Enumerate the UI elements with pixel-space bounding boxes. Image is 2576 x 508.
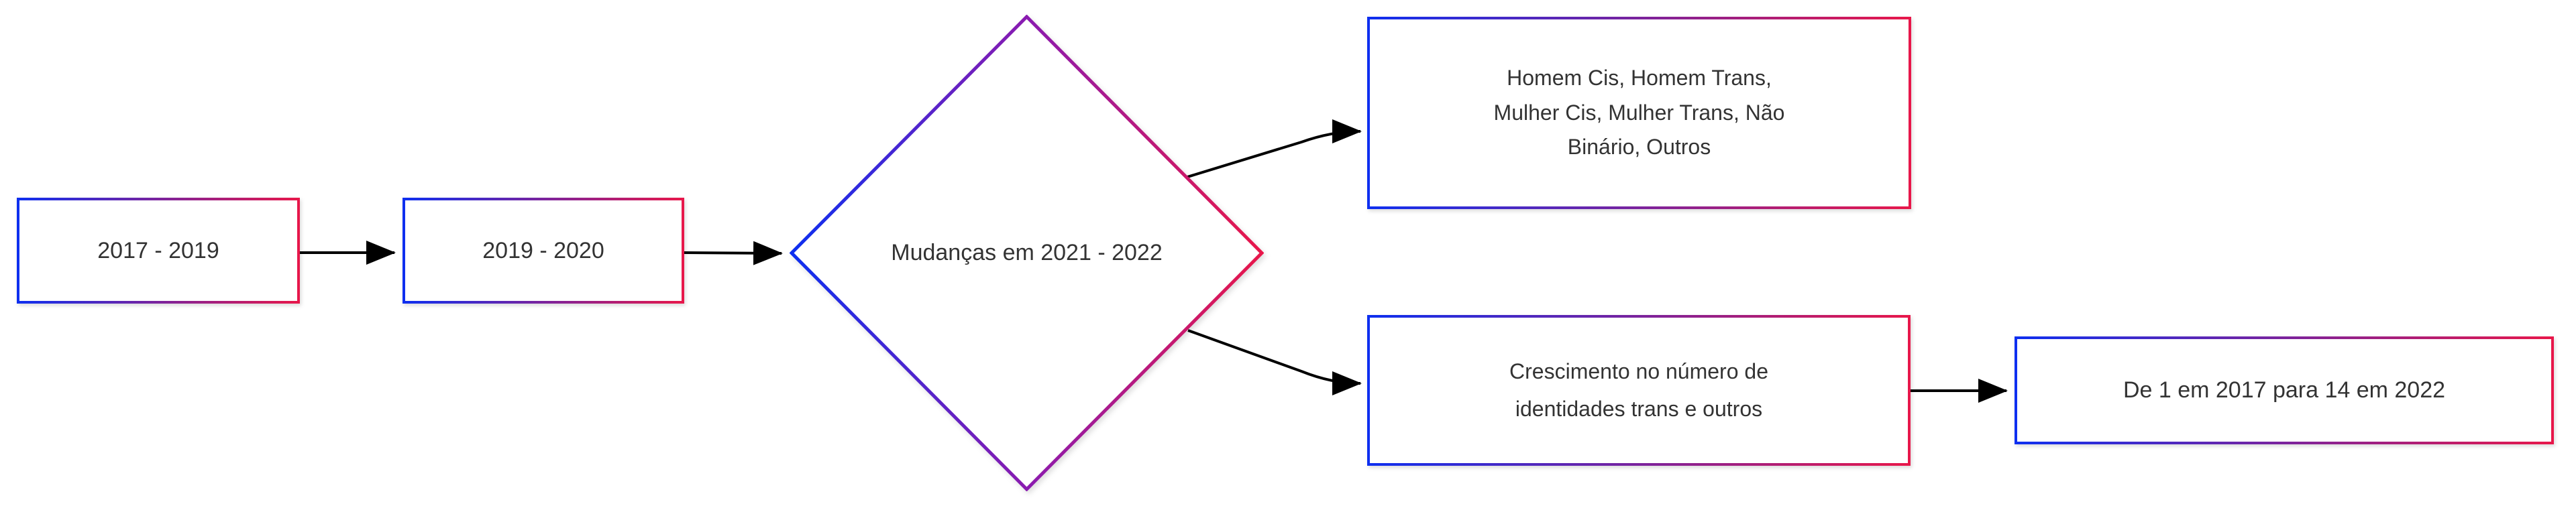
node-mudancas-2021-2022[interactable]: Mudanças em 2021 - 2022 <box>790 15 1264 491</box>
node-de-1-para-14[interactable]: De 1 em 2017 para 14 em 2022 <box>2015 336 2554 444</box>
node-label: 2019 - 2020 <box>482 237 604 263</box>
node-identidades-genero[interactable]: Homem Cis, Homem Trans, Mulher Cis, Mulh… <box>1367 17 1911 209</box>
node-2019-2020[interactable]: 2019 - 2020 <box>402 198 684 304</box>
node-label: Homem Cis, Homem Trans, Mulher Cis, Mulh… <box>1493 65 1785 160</box>
node-2017-2019[interactable]: 2017 - 2019 <box>17 198 300 304</box>
node-label: 2017 - 2019 <box>97 237 219 263</box>
node-crescimento-identidades[interactable]: Crescimento no número de identidades tra… <box>1367 315 1911 466</box>
diamond-shape <box>790 15 1264 491</box>
node-label: Crescimento no número de identidades tra… <box>1509 359 1768 421</box>
node-label: De 1 em 2017 para 14 em 2022 <box>2123 377 2446 403</box>
